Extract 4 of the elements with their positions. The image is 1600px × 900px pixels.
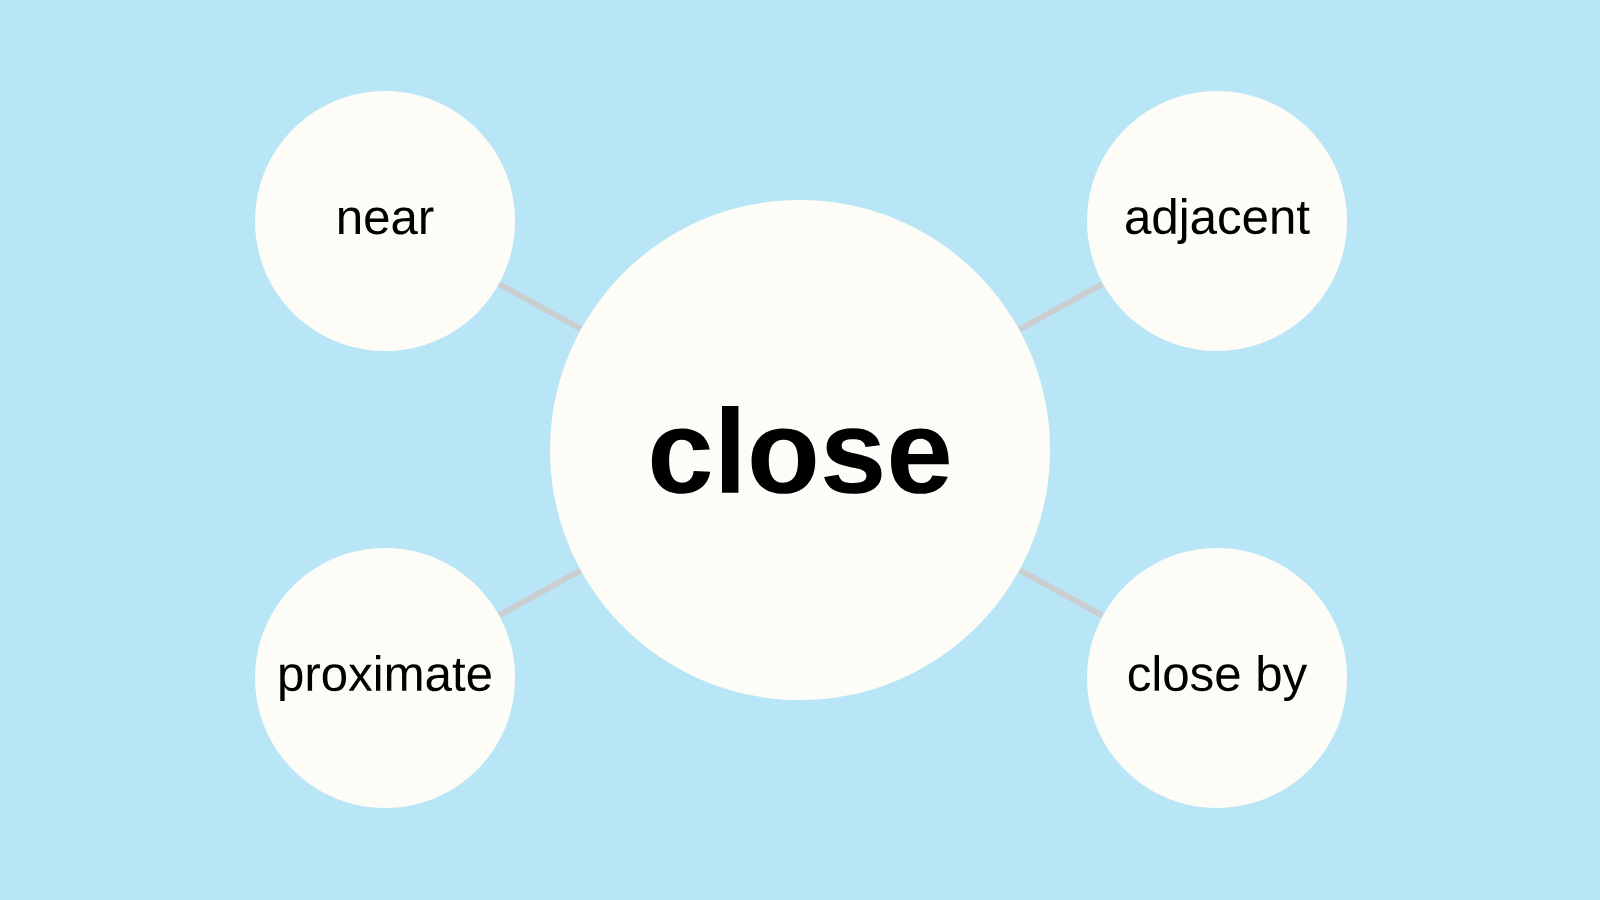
connector-line <box>498 281 582 332</box>
connector-line <box>1018 281 1104 332</box>
connector-line <box>1018 567 1104 618</box>
connector-line <box>498 568 582 618</box>
